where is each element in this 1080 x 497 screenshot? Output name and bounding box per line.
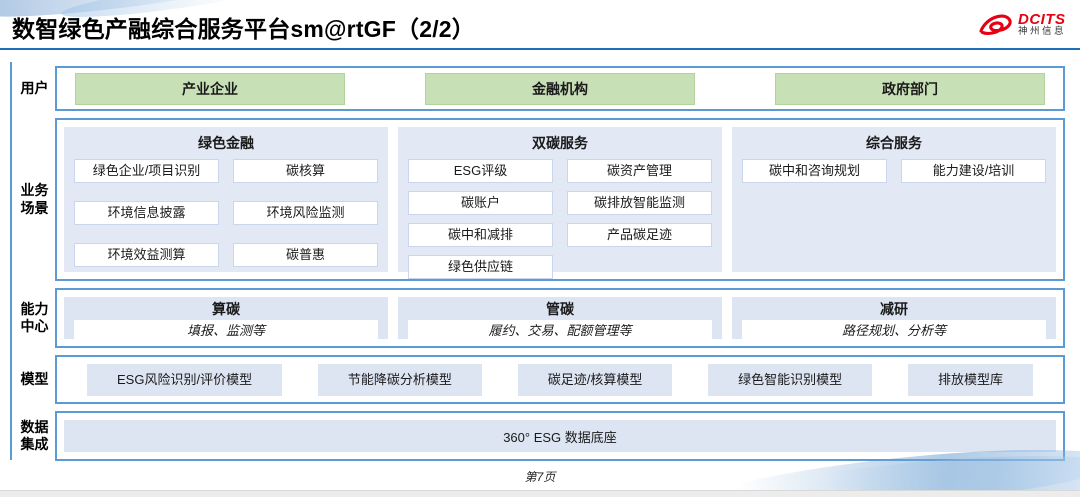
scenario-item: 碳中和减排 [408,223,553,247]
model-box: 节能降碳分析模型 [317,363,482,396]
diagram-content: 用户 产业企业 金融机构 政府部门 业务场景 绿色金融 绿色企业/项目识别 碳核… [0,66,1065,468]
row-data-integration: 数据集成 360° ESG 数据底座 [0,411,1065,461]
user-box-government: 政府部门 [775,72,1045,105]
scenario-item: 环境风险监测 [233,201,378,225]
scenario-item: 环境信息披露 [74,201,219,225]
users-container: 产业企业 金融机构 政府部门 [55,66,1065,111]
model-box: ESG风险识别/评价模型 [87,363,283,396]
scenario-item: 碳账户 [408,191,553,215]
row-models: 模型 ESG风险识别/评价模型 节能降碳分析模型 碳足迹/核算模型 绿色智能识别… [0,355,1065,404]
user-box-industry: 产业企业 [75,72,345,105]
row-label-models: 模型 [20,370,49,387]
scenario-column-title: 综合服务 [866,135,922,151]
model-box: 绿色智能识别模型 [708,363,873,396]
bottom-strip [0,490,1080,497]
scenario-items: 绿色企业/项目识别 碳核算 环境信息披露 环境风险监测 环境效益测算 碳普惠 [74,159,378,267]
scenario-items: 碳中和咨询规划 能力建设/培训 [742,159,1046,183]
capability-desc: 填报、监测等 [74,320,378,341]
scenario-column-title: 双碳服务 [532,135,588,151]
capabilities-container: 算碳 填报、监测等 管碳 履约、交易、配额管理等 减研 路径规划、分析等 [55,288,1065,348]
models-container: ESG风险识别/评价模型 节能降碳分析模型 碳足迹/核算模型 绿色智能识别模型 … [55,355,1065,404]
page-title: 数智绿色产融综合服务平台sm@rtGF（2/2） [12,16,475,42]
scenario-column-comprehensive: 综合服务 碳中和咨询规划 能力建设/培训 [732,127,1056,272]
capability-desc: 路径规划、分析等 [742,320,1046,341]
scenario-item: 环境效益测算 [74,243,219,267]
model-box: 排放模型库 [907,363,1033,396]
capability-title: 管碳 [546,301,574,317]
left-accent-line [10,62,12,460]
page-number: 第7页 [524,470,556,484]
row-scenarios: 业务场景 绿色金融 绿色企业/项目识别 碳核算 环境信息披露 环境风险监测 环境… [0,118,1065,281]
capability-reduction-research: 减研 路径规划、分析等 [732,297,1056,341]
row-label-data-integration: 数据集成 [20,418,49,453]
row-label-users: 用户 [20,79,49,96]
esg-data-base-box: 360° ESG 数据底座 [64,420,1056,452]
row-capabilities: 能力中心 算碳 填报、监测等 管碳 履约、交易、配额管理等 减研 路径规划、分析… [0,288,1065,348]
logo-brand: DCITS [1017,10,1066,28]
scenario-item: 绿色企业/项目识别 [74,159,219,183]
scenario-item: 绿色供应链 [408,255,553,279]
scenario-item: 产品碳足迹 [567,223,712,247]
scenario-column-green-finance: 绿色金融 绿色企业/项目识别 碳核算 环境信息披露 环境风险监测 环境效益测算 … [64,127,388,272]
model-box: 碳足迹/核算模型 [517,363,673,396]
row-users: 用户 产业企业 金融机构 政府部门 [0,66,1065,111]
scenario-item: 碳普惠 [233,243,378,267]
capability-carbon-accounting: 算碳 填报、监测等 [64,297,388,341]
capability-desc: 履约、交易、配额管理等 [408,320,712,341]
scenario-item: ESG评级 [408,159,553,183]
capability-title: 减研 [880,301,908,317]
slide-footer: 第7页 [0,468,1080,485]
scenario-item: 碳排放智能监测 [567,191,712,215]
logo-company-name: 神州信息 [1017,26,1066,38]
capability-carbon-management: 管碳 履约、交易、配额管理等 [398,297,722,341]
scenario-column-title: 绿色金融 [198,135,254,151]
row-label-scenarios: 业务场景 [20,182,49,216]
scenario-items: ESG评级 碳资产管理 碳账户 碳排放智能监测 碳中和减排 产品碳足迹 绿色供应… [408,159,712,279]
slide-header: 数智绿色产融综合服务平台sm@rtGF（2/2） DCITS 神州信息 [0,0,1080,50]
capability-title: 算碳 [212,301,240,317]
row-label-capabilities: 能力中心 [20,300,49,335]
scenarios-container: 绿色金融 绿色企业/项目识别 碳核算 环境信息披露 环境风险监测 环境效益测算 … [55,118,1065,281]
scenario-item: 碳中和咨询规划 [742,159,887,183]
scenario-item: 碳核算 [233,159,378,183]
company-logo: DCITS 神州信息 [978,11,1066,38]
scenario-item: 能力建设/培训 [901,159,1046,183]
scenario-item: 碳资产管理 [567,159,712,183]
data-integration-container: 360° ESG 数据底座 [55,411,1065,461]
scenario-column-dual-carbon: 双碳服务 ESG评级 碳资产管理 碳账户 碳排放智能监测 碳中和减排 产品碳足迹… [398,127,722,279]
user-box-finance: 金融机构 [425,72,695,105]
logo-text: DCITS 神州信息 [1017,10,1066,38]
dcits-swoosh-icon [979,14,1012,36]
